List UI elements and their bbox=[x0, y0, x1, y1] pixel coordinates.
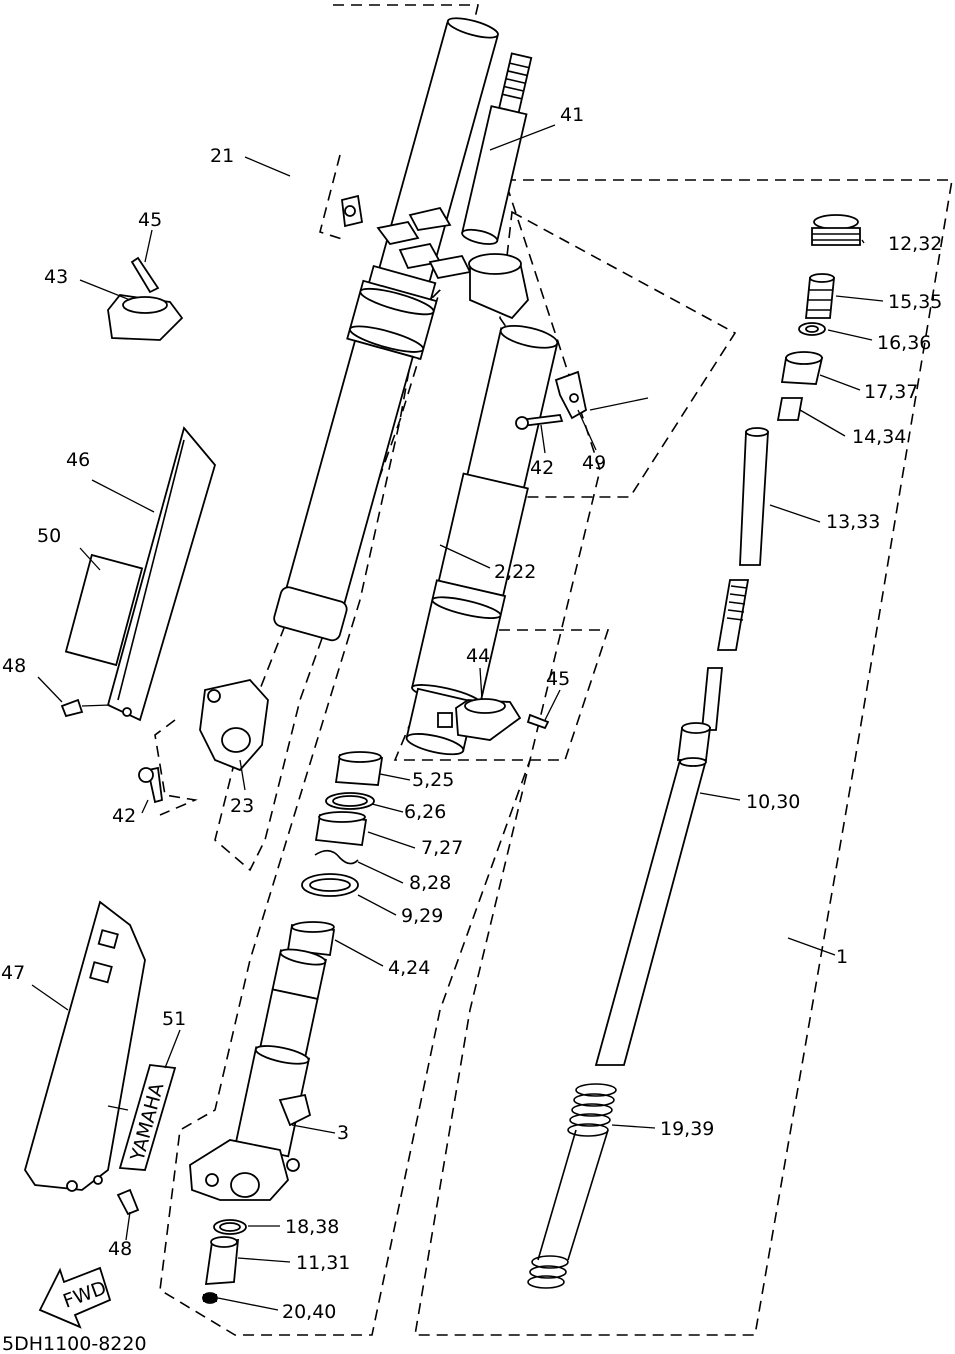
callout-17-37: 17,37 bbox=[864, 381, 918, 403]
outer-tube-21 bbox=[273, 17, 499, 642]
callout-labels: 21 41 45 43 12,32 15,35 16,36 17,37 42 4… bbox=[1, 104, 942, 1323]
callout-48-lower: 48 bbox=[108, 1238, 132, 1260]
inner-tube-2 bbox=[405, 324, 559, 756]
callout-10-30: 10,30 bbox=[746, 791, 800, 813]
callout-42-upper: 42 bbox=[530, 457, 554, 479]
callout-49: 49 bbox=[582, 452, 606, 474]
callout-41: 41 bbox=[560, 104, 584, 126]
callout-21: 21 bbox=[210, 145, 234, 167]
callout-48-upper: 48 bbox=[2, 655, 26, 677]
callout-14-34: 14,34 bbox=[852, 426, 906, 448]
callout-18-38: 18,38 bbox=[285, 1216, 339, 1238]
axle-bracket-23 bbox=[199, 679, 269, 772]
base-valve-11 bbox=[202, 1219, 247, 1304]
clamp-43 bbox=[107, 256, 184, 341]
callout-47: 47 bbox=[1, 962, 25, 984]
callout-9-29: 9,29 bbox=[401, 905, 443, 927]
lower-tube-axle-3 bbox=[189, 1093, 312, 1201]
callout-12-32: 12,32 bbox=[888, 233, 942, 255]
guard-46 bbox=[60, 426, 216, 804]
callout-44: 44 bbox=[466, 645, 490, 667]
callout-2-22: 2,22 bbox=[494, 561, 536, 583]
callout-4-24: 4,24 bbox=[388, 957, 430, 979]
callout-51: 51 bbox=[162, 1008, 186, 1030]
fork-spring-19 bbox=[527, 1083, 617, 1289]
seal-stack bbox=[286, 751, 384, 956]
callout-1: 1 bbox=[836, 946, 848, 968]
damper-stack bbox=[527, 214, 861, 1289]
callout-45-lower: 45 bbox=[546, 668, 570, 690]
callout-5-25: 5,25 bbox=[412, 769, 454, 791]
callout-46: 46 bbox=[66, 449, 90, 471]
fwd-arrow-icon: FWD bbox=[38, 1266, 112, 1329]
bracket-49 bbox=[515, 370, 588, 430]
callout-19-39: 19,39 bbox=[660, 1118, 714, 1140]
boundary-lower-left bbox=[154, 719, 198, 816]
clamp-44 bbox=[437, 698, 550, 741]
boundary-damper-1 bbox=[414, 179, 953, 1336]
callout-3: 3 bbox=[337, 1122, 349, 1144]
leader-lines bbox=[31, 124, 884, 1311]
fork-cap-bolt-41 bbox=[461, 52, 533, 245]
callout-15-35: 15,35 bbox=[888, 291, 942, 313]
callout-20-40: 20,40 bbox=[282, 1301, 336, 1323]
lower-tube-3 bbox=[234, 948, 327, 1158]
callout-8-28: 8,28 bbox=[409, 872, 451, 894]
callout-13-33: 13,33 bbox=[826, 511, 880, 533]
yamaha-decal-51: YAMAHA bbox=[118, 1064, 177, 1171]
callout-43: 43 bbox=[44, 266, 68, 288]
steering-clamp bbox=[468, 253, 529, 320]
callout-7-27: 7,27 bbox=[421, 837, 463, 859]
callout-6-26: 6,26 bbox=[404, 801, 446, 823]
callout-42-lower: 42 bbox=[112, 805, 136, 827]
callout-11-31: 11,31 bbox=[296, 1252, 350, 1274]
callout-50: 50 bbox=[37, 525, 61, 547]
boundary-tube-top bbox=[319, 154, 346, 241]
guard-47 bbox=[24, 900, 146, 1216]
callout-16-36: 16,36 bbox=[877, 332, 931, 354]
boundary-inner-fork-2 bbox=[159, 289, 531, 1336]
diagram-reference-code: 5DH1100-8220 bbox=[2, 1333, 147, 1354]
callout-23: 23 bbox=[230, 795, 254, 817]
callout-45-upper: 45 bbox=[138, 209, 162, 231]
